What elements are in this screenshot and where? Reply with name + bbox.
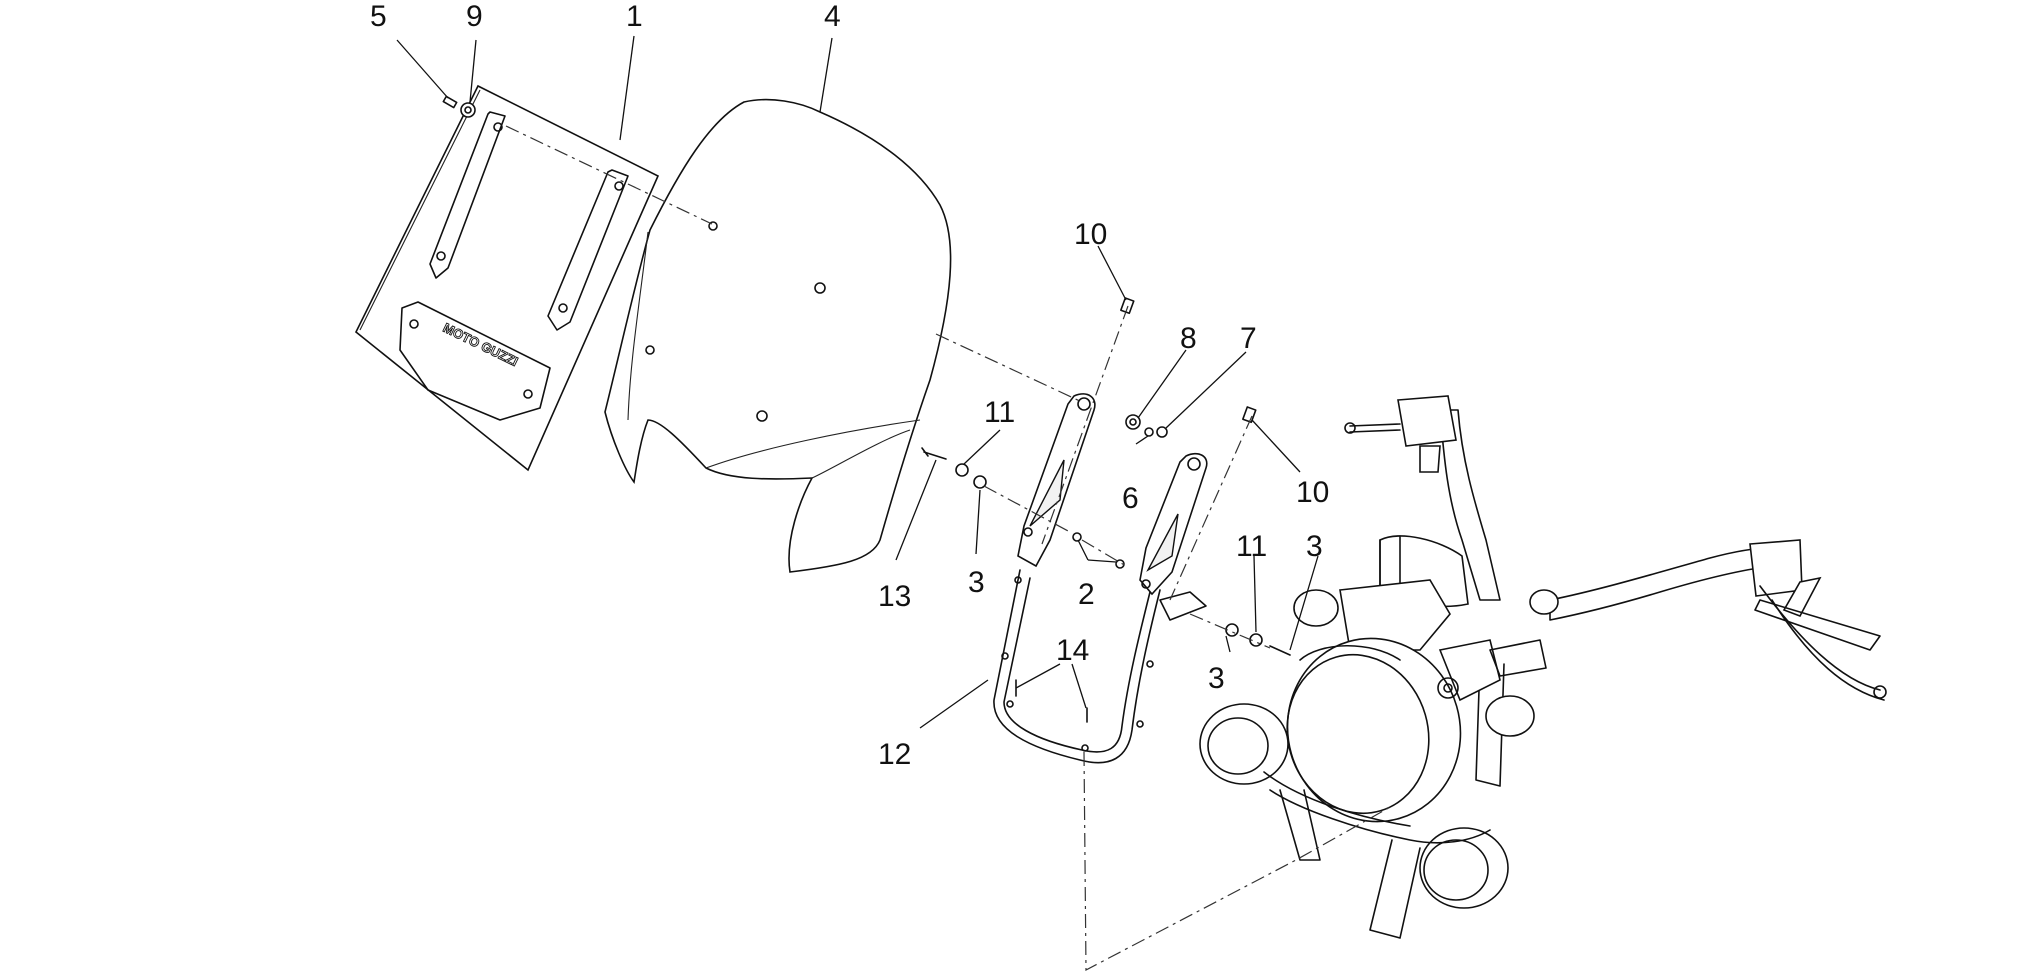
callout-4: 4 [824,0,841,33]
callout-10b: 10 [1296,476,1329,509]
callout-13: 13 [878,580,911,613]
callout-11b: 11 [1236,530,1267,563]
callout-numbers: 5 9 1 4 10 8 7 11 6 10 13 3 2 11 3 14 3 … [370,0,1329,771]
callout-2: 2 [1078,578,1095,611]
assembly-centerlines [505,125,1393,971]
part-12-mounting-frame [993,393,1208,764]
callout-leader-lines [396,35,1319,729]
part-4-windshield [604,98,952,573]
callout-14: 14 [1056,634,1089,667]
callout-3a: 3 [968,566,985,599]
callout-10a: 10 [1074,218,1107,251]
callout-6: 6 [1122,482,1139,515]
callout-8: 8 [1180,322,1197,355]
callout-7: 7 [1240,322,1257,355]
callout-11a: 11 [984,396,1015,429]
callout-9: 9 [466,0,483,33]
callout-3b: 3 [1306,530,1323,563]
callout-12: 12 [878,738,911,771]
callout-1: 1 [626,0,643,33]
motorcycle-front-assembly [1199,395,1887,939]
callout-3c: 3 [1208,662,1225,695]
part-1-deflector-plate: MOTO GUZZI [354,84,660,472]
hardware-screws-and-nuts [442,95,1291,723]
callout-5: 5 [370,0,387,33]
